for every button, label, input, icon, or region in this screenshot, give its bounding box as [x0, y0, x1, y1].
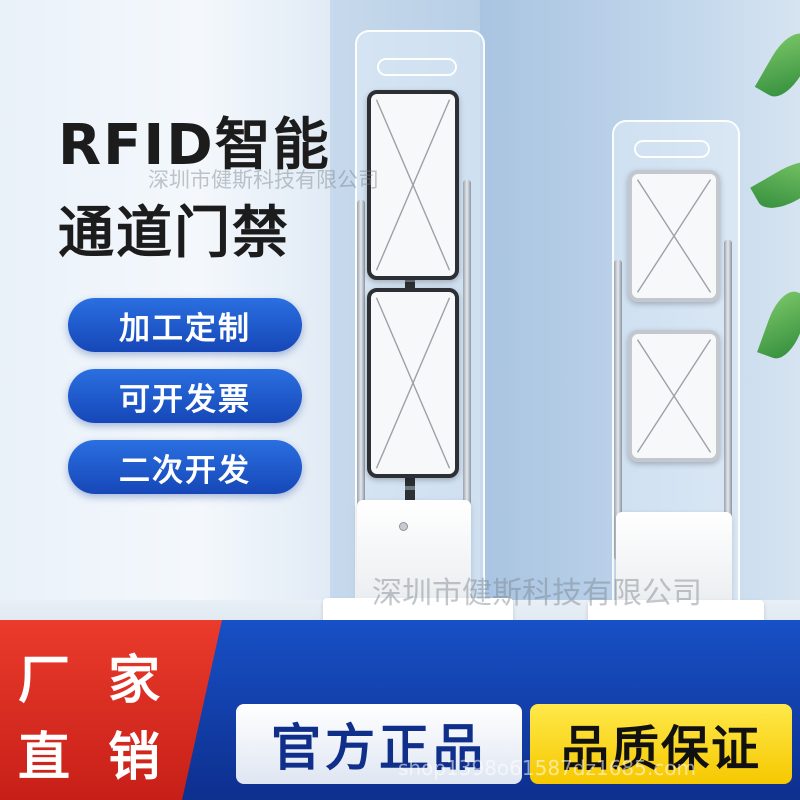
- antenna-panel-lower: [628, 330, 720, 462]
- feature-pill-secondary-development: 二次开发: [68, 440, 302, 494]
- headline-line1: RFID智能: [58, 113, 331, 178]
- gate-handle-slot: [634, 140, 710, 158]
- official-genuine-badge: 官方正品: [236, 704, 522, 784]
- gate-pole-left: [357, 200, 365, 550]
- antenna-panel-upper: [367, 90, 459, 280]
- gate-base-cabinet: [357, 500, 471, 610]
- factory-text-line1: 厂 家: [18, 651, 171, 711]
- gate-pole-right: [463, 180, 471, 550]
- feature-pill-customization: 加工定制: [68, 298, 302, 352]
- feature-pill-invoice: 可开发票: [68, 369, 302, 423]
- watermark-top: 深圳市健斯科技有限公司: [148, 168, 379, 192]
- rfid-gate-front: [323, 30, 513, 640]
- antenna-panel-lower: [367, 288, 459, 478]
- gate-handle-slot: [377, 58, 457, 76]
- gate-base-cabinet: [616, 512, 732, 612]
- watermark-middle: 深圳市健斯科技有限公司: [372, 576, 702, 611]
- rfid-gate-back: [588, 120, 772, 640]
- factory-direct-block: [0, 620, 222, 800]
- antenna-panel-upper: [628, 170, 720, 302]
- headline-line2: 通道门禁: [58, 201, 290, 266]
- cabinet-lock-icon: [399, 522, 408, 531]
- gate-pole-left: [614, 260, 622, 560]
- quality-guarantee-badge: 品质保证: [530, 704, 792, 784]
- gate-pole-right: [724, 240, 732, 560]
- factory-text-line2: 直 销: [18, 728, 171, 788]
- watermark-bottom: shop1398o61587dz1685.com: [398, 756, 696, 780]
